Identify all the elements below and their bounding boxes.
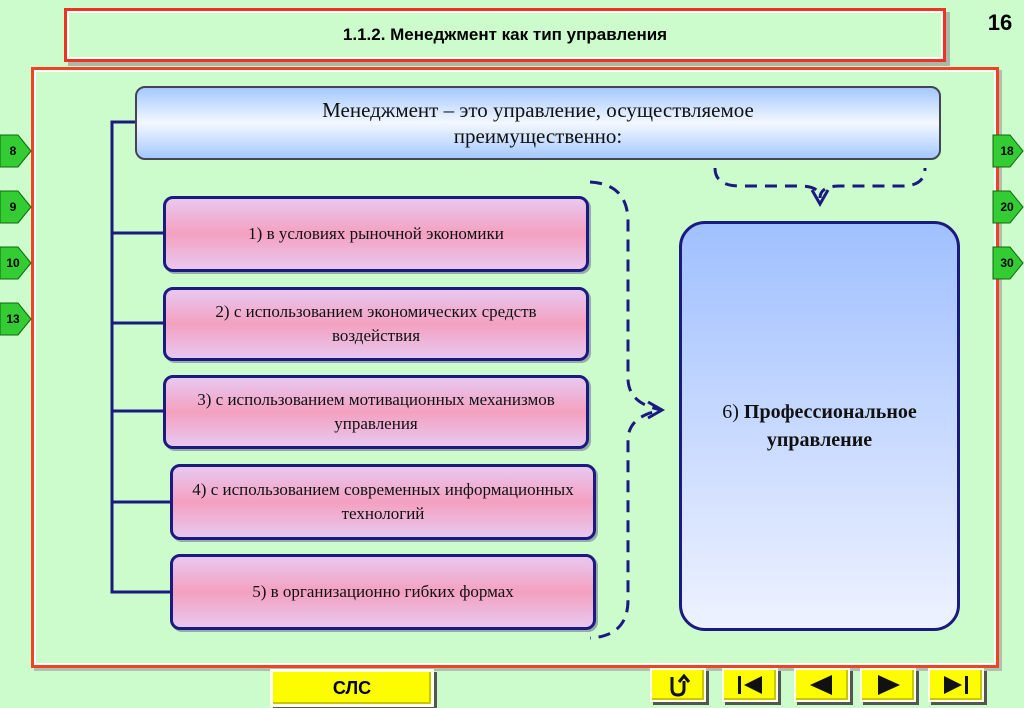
first-slide-icon (738, 676, 762, 694)
arrow-right-icon (992, 190, 1024, 224)
nav-link-30[interactable]: 30 (992, 245, 1024, 281)
return-icon (670, 673, 691, 697)
arrow-right-icon (0, 190, 32, 224)
slc-button[interactable]: СЛС (270, 669, 434, 707)
definition-box: Менеджмент – это управление, осуществляе… (135, 86, 941, 160)
arrow-right-icon (0, 302, 32, 336)
nav-label: 8 (9, 144, 17, 158)
nav-label: 13 (6, 312, 20, 326)
definition-text: Менеджмент – это управление, осуществляе… (322, 98, 754, 148)
item-label: 3) с использованием мотивационных механи… (197, 390, 555, 433)
item-market-economy: 1) в условиях рыночной экономики (163, 196, 589, 272)
nav-label: 9 (9, 200, 17, 214)
next-icon (878, 675, 900, 695)
next-button[interactable] (860, 668, 916, 702)
nav-label: 10 (6, 256, 20, 270)
item-economic-means: 2) с использованием экономических средст… (163, 287, 589, 361)
nav-label: 20 (1000, 200, 1014, 214)
professional-label: Профессиональное управление (743, 401, 917, 451)
nav-link-18[interactable]: 18 (992, 133, 1024, 169)
nav-link-10[interactable]: 10 (0, 245, 32, 281)
nav-label: 18 (1000, 144, 1014, 158)
arrow-right-icon (992, 246, 1024, 280)
nav-link-13[interactable]: 13 (0, 301, 32, 337)
item-label: 5) в организационно гибких формах (252, 582, 514, 601)
item-information-tech: 4) с использованием современных информац… (170, 464, 596, 540)
nav-label: 30 (1000, 256, 1014, 270)
arrow-right-icon (0, 134, 32, 168)
first-slide-button[interactable] (722, 668, 778, 702)
item-flexible-forms: 5) в организационно гибких формах (170, 554, 596, 630)
page-number: 16 (987, 10, 1013, 35)
item-label: 2) с использованием экономических средст… (215, 302, 537, 345)
item-label: 4) с использованием современных информац… (192, 480, 574, 523)
arrow-right-icon (0, 246, 32, 280)
item-label: 1) в условиях рыночной экономики (248, 224, 504, 243)
arrow-right-icon (992, 134, 1024, 168)
slide-title-box: 1.1.2. Менеджмент как тип управления (64, 8, 946, 62)
previous-button[interactable] (794, 668, 850, 702)
professional-number: 6) (722, 401, 739, 423)
slc-label: СЛС (332, 677, 372, 698)
previous-icon (810, 675, 832, 695)
nav-link-9[interactable]: 9 (0, 189, 32, 225)
professional-management-box: 6) Профессиональное управление (679, 221, 960, 631)
nav-link-20[interactable]: 20 (992, 189, 1024, 225)
slide-title: 1.1.2. Менеджмент как тип управления (342, 25, 668, 44)
last-slide-icon (944, 676, 968, 694)
item-motivation: 3) с использованием мотивационных механи… (163, 375, 589, 449)
last-slide-button[interactable] (928, 668, 984, 702)
return-button[interactable] (650, 668, 706, 702)
nav-link-8[interactable]: 8 (0, 133, 32, 169)
